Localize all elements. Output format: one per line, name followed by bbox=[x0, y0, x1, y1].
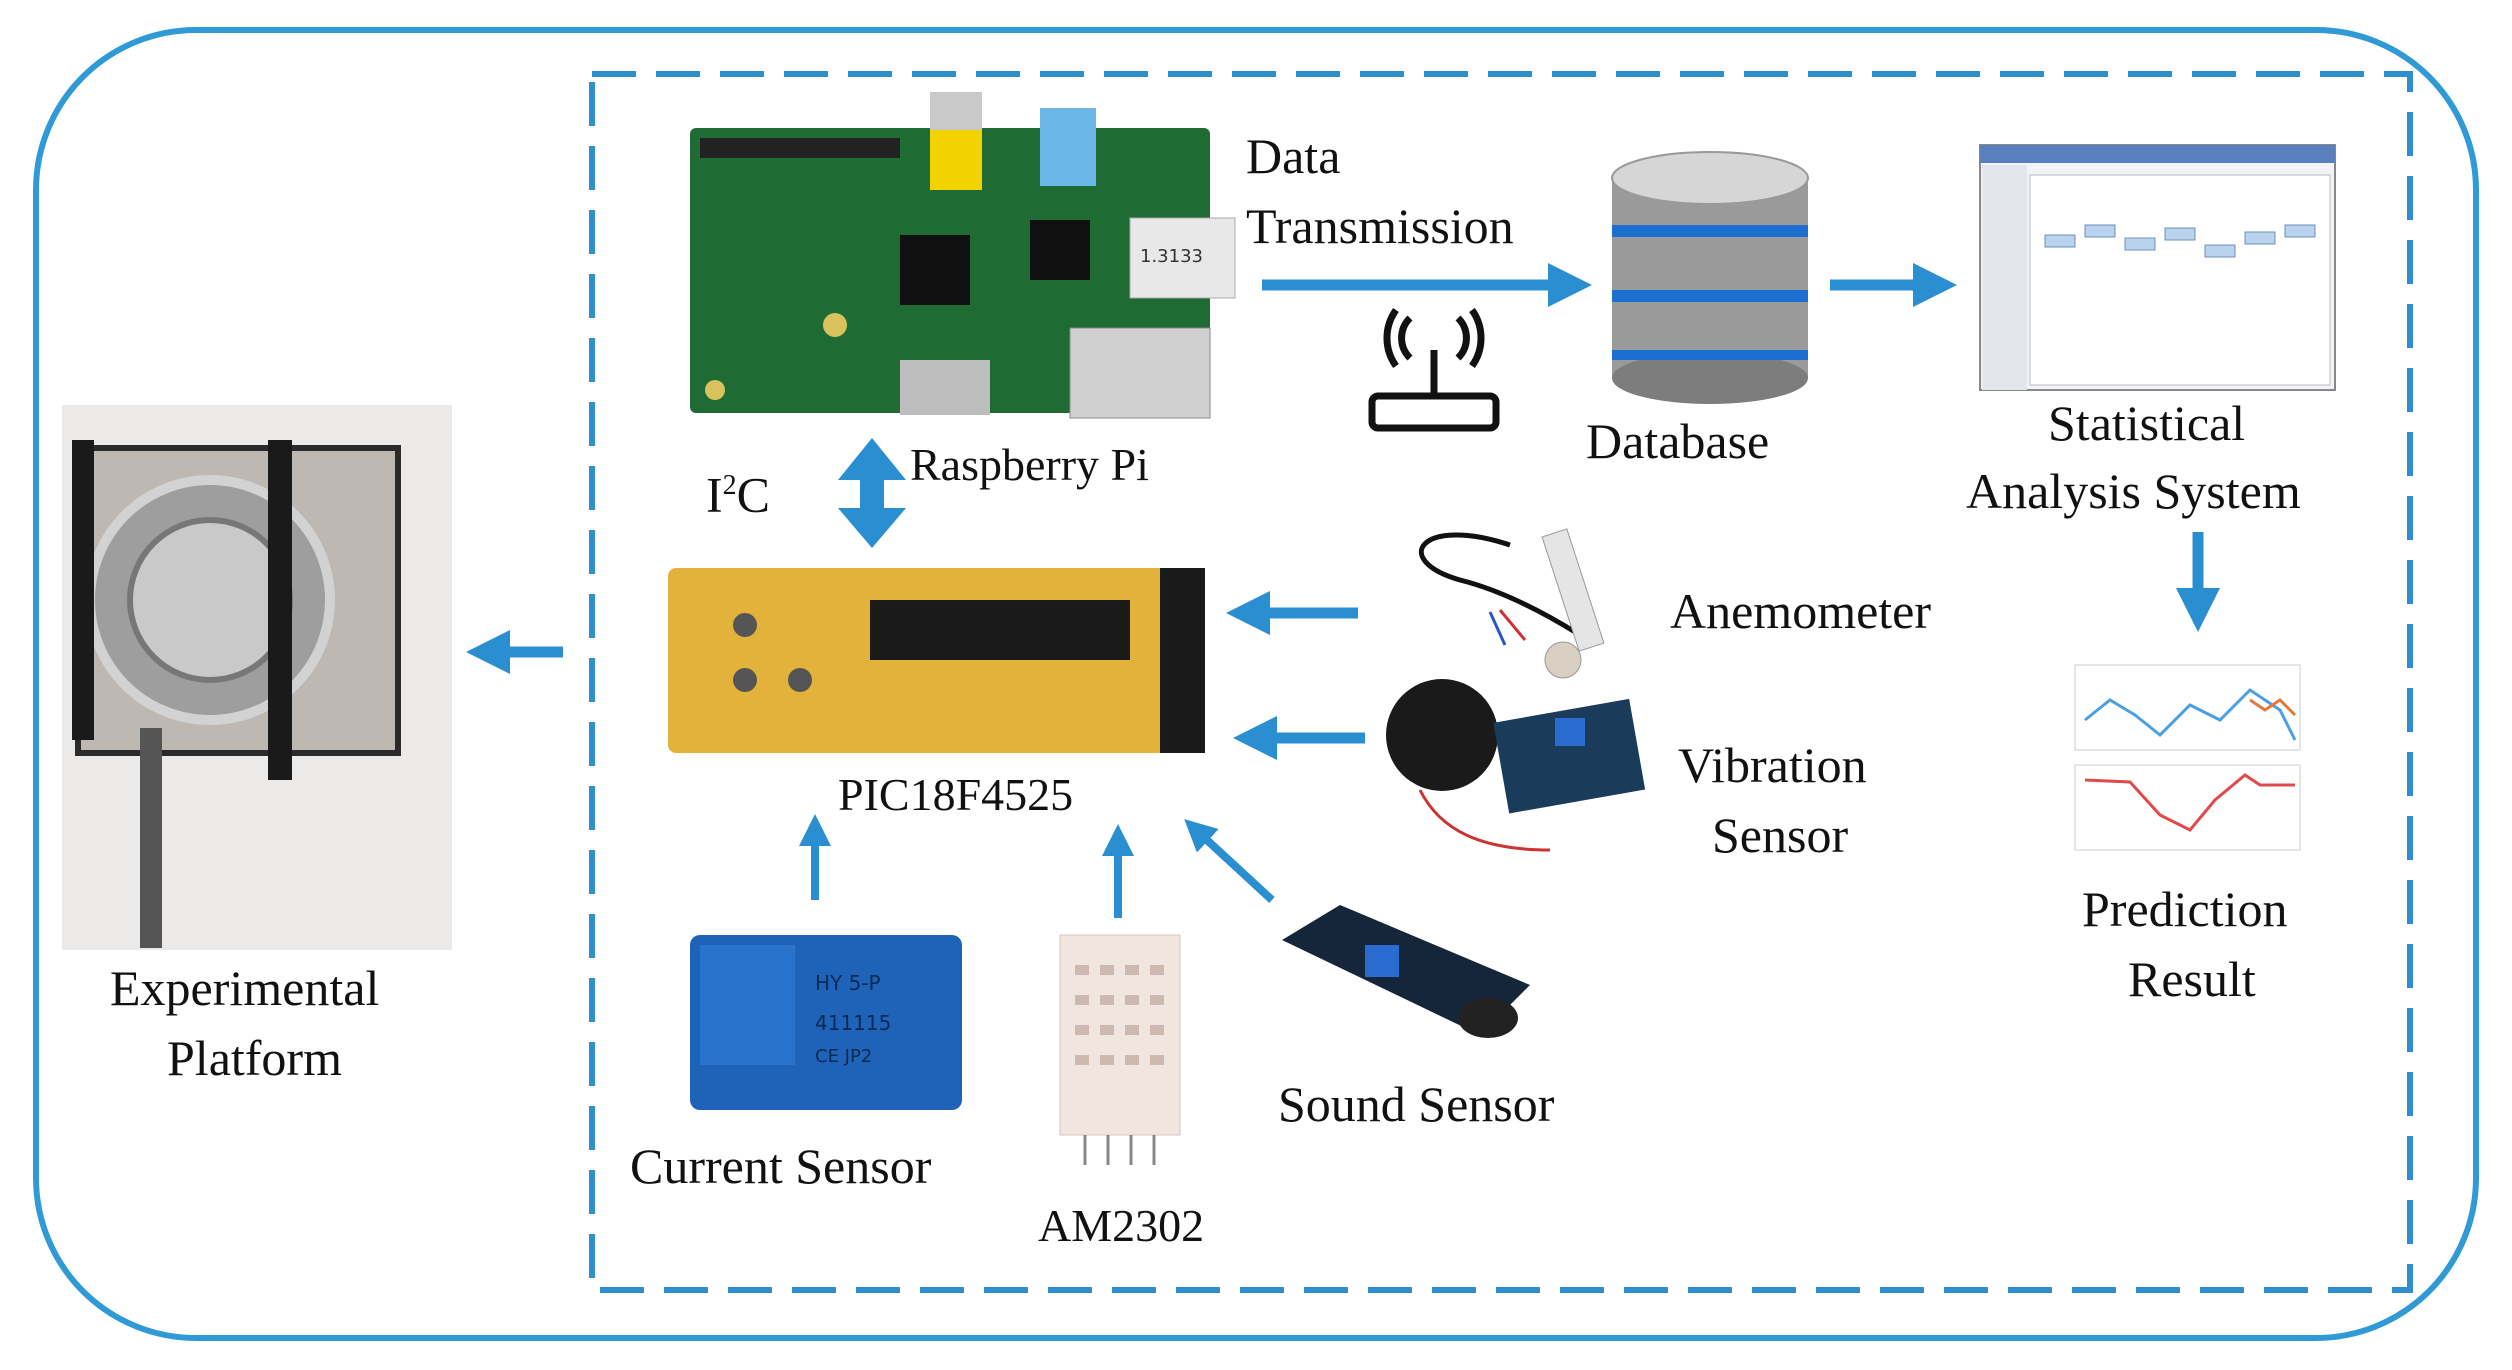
system-dashed-border bbox=[589, 71, 2413, 1293]
statistical-analysis-label-line2: Analysis System bbox=[1966, 463, 2301, 519]
router-icon bbox=[1368, 307, 1500, 432]
database-icon bbox=[1611, 151, 1809, 404]
current-sensor-label: Current Sensor bbox=[630, 1138, 932, 1194]
statistical-analysis-label-line1: Statistical bbox=[2048, 395, 2246, 451]
current-sensor-code: 411115 bbox=[815, 1011, 891, 1035]
experimental-platform-label-line1: Experimental bbox=[110, 960, 380, 1016]
raspberry-pi-board: 1.3133 bbox=[690, 92, 1236, 419]
vibration-sensor-photo bbox=[1386, 679, 1646, 852]
prediction-result-label-line2: Result bbox=[2128, 951, 2256, 1007]
raspberry-pi-label: Raspberry Pi bbox=[910, 439, 1149, 490]
experimental-platform-photo bbox=[62, 405, 452, 950]
anemometer-label: Anemometer bbox=[1670, 583, 1932, 639]
vibration-sensor-label-line1: Vibration bbox=[1678, 737, 1867, 793]
vibration-sensor-label-line2: Sensor bbox=[1712, 807, 1849, 863]
usb-marking: 1.3133 bbox=[1140, 246, 1203, 267]
sound-sensor-label: Sound Sensor bbox=[1278, 1076, 1555, 1132]
current-sensor-photo: HY 5-P 411115 CE JP2 bbox=[690, 935, 962, 1110]
am2302-photo bbox=[1059, 934, 1181, 1165]
prediction-result-thumbnail bbox=[2074, 664, 2301, 851]
pic-label: PIC18F4525 bbox=[838, 769, 1074, 820]
current-sensor-model: HY 5-P bbox=[815, 971, 881, 995]
pic-board bbox=[668, 568, 1205, 753]
i2c-label-i: I bbox=[706, 466, 723, 523]
experimental-platform-label-line2: Platform bbox=[167, 1030, 342, 1086]
i2c-label: I2C bbox=[706, 455, 770, 526]
flow-arrows bbox=[466, 263, 2220, 918]
i2c-label-c: C bbox=[736, 466, 771, 523]
am2302-label: AM2302 bbox=[1038, 1200, 1205, 1251]
analysis-software-screenshot bbox=[1979, 144, 2336, 391]
anemometer-photo bbox=[1418, 528, 1605, 679]
current-sensor-ce: CE JP2 bbox=[815, 1046, 872, 1067]
database-label: Database bbox=[1586, 413, 1770, 469]
arrow-sound-to-pic bbox=[1184, 819, 1275, 903]
i2c-double-arrow bbox=[838, 438, 906, 548]
i2c-label-superscript: 2 bbox=[722, 470, 737, 501]
prediction-result-label-line1: Prediction bbox=[2082, 881, 2288, 937]
outer-rounded-border bbox=[33, 27, 2479, 1341]
data-transmission-label-line1: Data bbox=[1246, 128, 1341, 184]
sound-sensor-photo bbox=[1282, 905, 1530, 1038]
data-transmission-label-line2: Transmission bbox=[1246, 198, 1514, 254]
